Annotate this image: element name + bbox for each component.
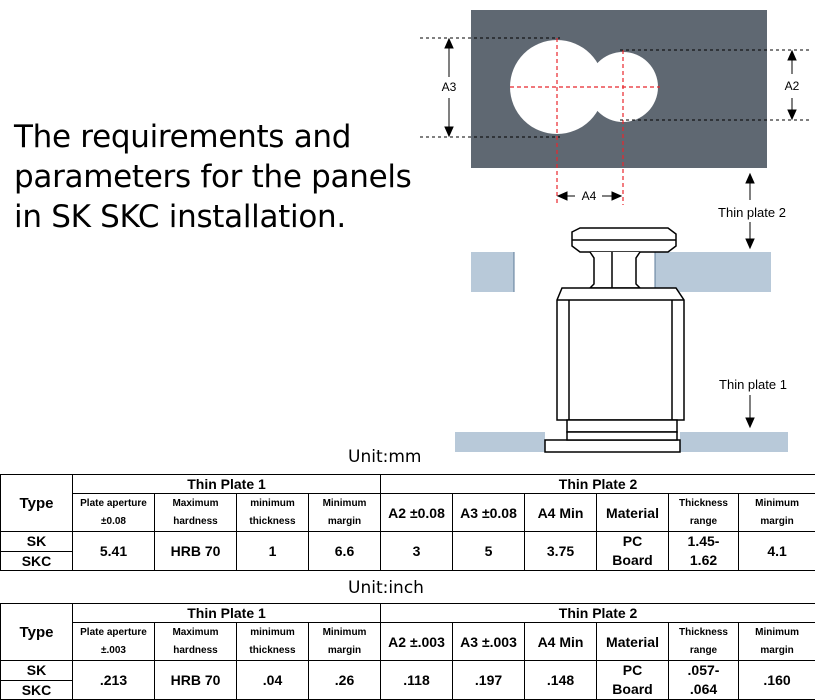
fastener (544, 227, 685, 453)
thin-plate-1-label: Thin plate 1 (719, 377, 787, 392)
a2-label: A2 (785, 79, 800, 93)
value-thickness-range: 1.45-1.62 (668, 531, 740, 571)
value-plate-aperture: .213 (72, 660, 155, 700)
headline-line: The requirements and (14, 119, 352, 155)
spec-table-inch: Type Thin Plate 1 Thin Plate 2 Plate ape… (0, 603, 815, 700)
headline-line: parameters for the panels (14, 159, 412, 195)
value-a3: 5 (452, 531, 526, 571)
group-thin-plate-2: Thin Plate 2 (380, 474, 815, 494)
header-plate-aperture: Plate aperture±.003 (72, 622, 155, 661)
value-thickness-range: .057-.064 (668, 660, 740, 700)
value-a4: 3.75 (524, 531, 598, 571)
type-skc: SKC (0, 679, 73, 700)
unit-label-mm: Unit:mm (348, 447, 422, 467)
a3-label: A3 (442, 80, 457, 94)
value-min-thickness: .04 (236, 660, 309, 700)
value-a3: .197 (452, 660, 526, 700)
a4-label: A4 (582, 189, 597, 203)
group-thin-plate-1: Thin Plate 1 (71, 603, 382, 623)
thin-plate-2-label: Thin plate 2 (718, 205, 786, 220)
header-plate-aperture: Plate aperture±0.08 (72, 493, 155, 532)
side-view: Thin plate 2 Thin plate 1 (455, 172, 788, 453)
header-material: Material (596, 493, 670, 532)
spec-table-mm: Type Thin Plate 1 Thin Plate 2 Plate ape… (0, 474, 815, 571)
thin-plate-2-right (655, 252, 771, 292)
headline: The requirements and parameters for the … (14, 117, 412, 237)
headline-line: in SK SKC installation. (14, 199, 346, 235)
value-min-margin-1: 6.6 (307, 531, 382, 571)
thin-plate-1-left (455, 432, 545, 452)
header-a3: A3 ±.003 (452, 622, 526, 661)
value-a2: .118 (380, 660, 454, 700)
value-min-margin-2: .160 (738, 660, 815, 700)
type-skc: SKC (0, 550, 73, 571)
header-a4: A4 Min (524, 622, 598, 661)
thin-plate-2-left (471, 252, 514, 292)
value-a2: 3 (380, 531, 454, 571)
type-sk: SK (0, 531, 73, 552)
top-view: A3 A2 A4 (420, 10, 812, 205)
value-max-hardness: HRB 70 (154, 531, 237, 571)
value-min-margin-1: .26 (307, 660, 382, 700)
header-a2: A2 ±.003 (380, 622, 454, 661)
type-header: Type (0, 474, 73, 532)
type-sk: SK (0, 660, 73, 681)
value-plate-aperture: 5.41 (72, 531, 155, 571)
header-a4: A4 Min (524, 493, 598, 532)
value-min-margin-2: 4.1 (738, 531, 815, 571)
type-header: Type (0, 603, 73, 661)
header-a2: A2 ±0.08 (380, 493, 454, 532)
header-material: Material (596, 622, 670, 661)
value-a4: .148 (524, 660, 598, 700)
installation-diagram: A3 A2 A4 (420, 10, 812, 453)
header-a3: A3 ±0.08 (452, 493, 526, 532)
value-min-thickness: 1 (236, 531, 309, 571)
group-thin-plate-1: Thin Plate 1 (71, 474, 382, 494)
unit-label-inch: Unit:inch (348, 578, 424, 598)
thin-plate-1-right (680, 432, 788, 452)
value-max-hardness: HRB 70 (154, 660, 237, 700)
group-thin-plate-2: Thin Plate 2 (380, 603, 815, 623)
